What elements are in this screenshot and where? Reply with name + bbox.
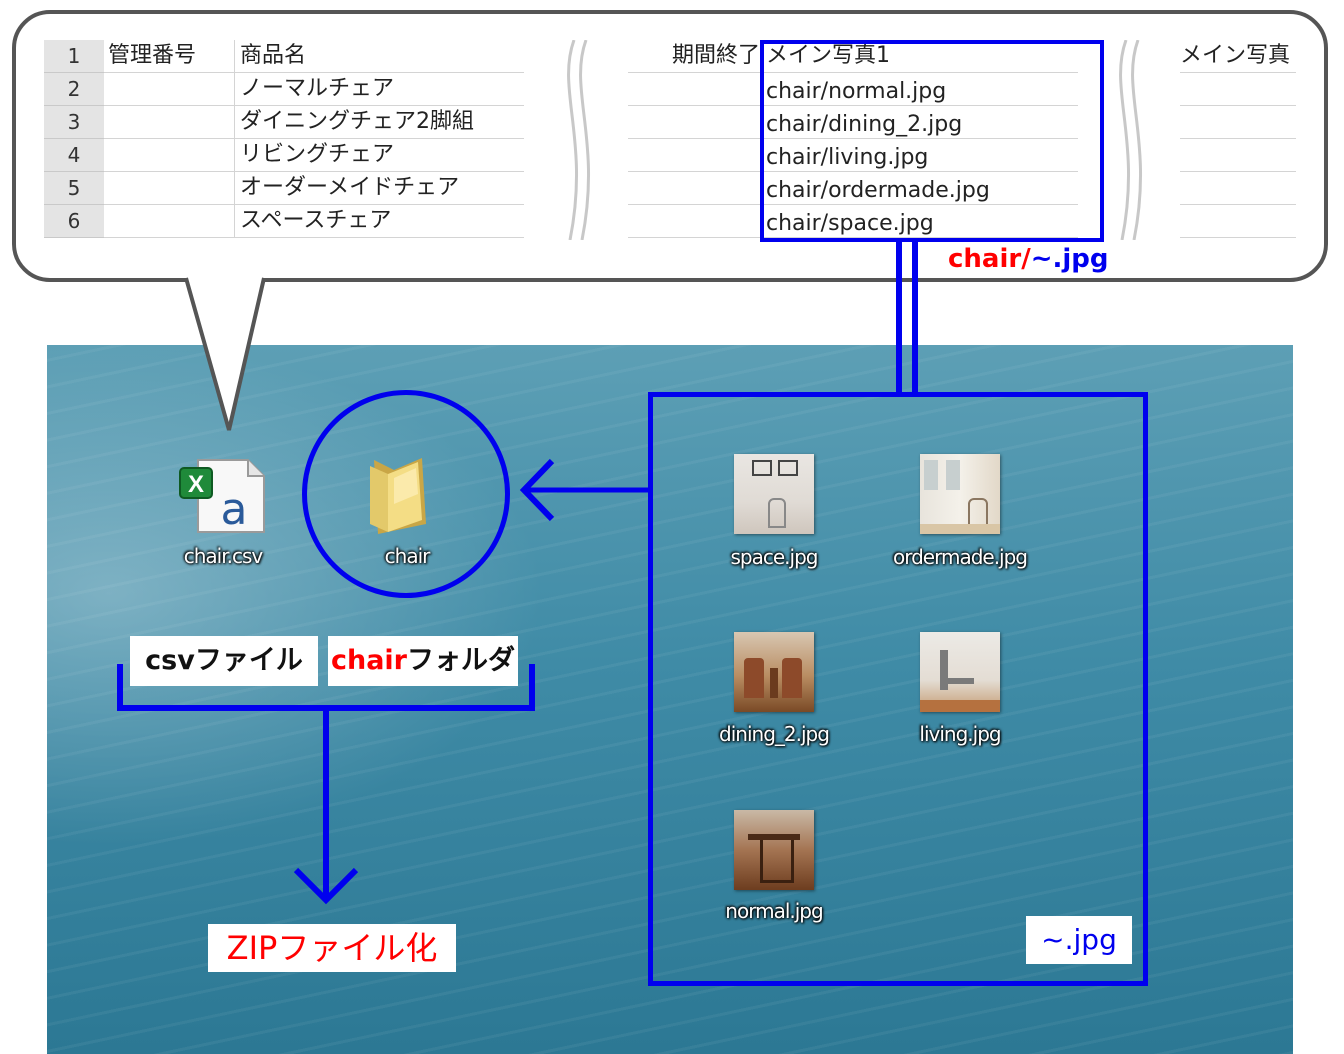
row-number: 3 bbox=[44, 106, 104, 139]
image-label[interactable]: space.jpg bbox=[730, 545, 819, 569]
image-label[interactable]: dining_2.jpg bbox=[719, 722, 830, 746]
connector-line bbox=[896, 242, 902, 394]
main-photo-cell: chair/ordermade.jpg bbox=[766, 178, 990, 203]
main-photo-cell: chair/living.jpg bbox=[766, 145, 929, 170]
connector-line bbox=[912, 242, 918, 394]
main-photo-cell: chair/space.jpg bbox=[766, 211, 934, 236]
callout-tail bbox=[184, 276, 266, 431]
product-name-cell: スペースチェア bbox=[240, 208, 392, 233]
header-main-photo-2: メイン写真 bbox=[1180, 43, 1291, 68]
product-name-cell: ノーマルチェア bbox=[240, 76, 395, 101]
main-photo-cell: chair/dining_2.jpg bbox=[766, 112, 963, 137]
image-thumbnail[interactable] bbox=[734, 454, 814, 534]
header-period-end: 期間終了 bbox=[671, 43, 760, 68]
product-name-cell: ダイニングチェア2脚組 bbox=[240, 109, 474, 134]
image-thumbnail[interactable] bbox=[734, 632, 814, 712]
svg-text:a: a bbox=[221, 484, 248, 535]
row-number: 6 bbox=[44, 205, 104, 238]
row-number: 4 bbox=[44, 139, 104, 172]
folder-highlight-circle bbox=[302, 390, 510, 598]
image-thumbnail[interactable] bbox=[920, 632, 1000, 712]
csv-file-tag: csvファイル bbox=[130, 636, 318, 686]
image-folder-contents bbox=[648, 392, 1148, 986]
row-number: 2 bbox=[44, 73, 104, 106]
image-thumbnail[interactable] bbox=[920, 454, 1000, 534]
image-label[interactable]: normal.jpg bbox=[725, 899, 823, 923]
main-photo-column-highlight bbox=[760, 40, 1104, 242]
column-gap-wave bbox=[567, 40, 590, 240]
csv-file-icon[interactable]: X a bbox=[178, 454, 268, 536]
image-thumbnail[interactable] bbox=[734, 810, 814, 890]
product-name-cell: リビングチェア bbox=[240, 142, 395, 167]
spreadsheet-callout bbox=[12, 10, 1328, 282]
row-number: 5 bbox=[44, 172, 104, 205]
path-pattern-label: chair/~.jpg bbox=[948, 244, 1109, 274]
svg-text:X: X bbox=[188, 471, 204, 498]
bracket-arrow-down-icon bbox=[117, 664, 535, 905]
column-gap-wave bbox=[1119, 40, 1142, 240]
header-main-photo-1: メイン写真1 bbox=[766, 43, 890, 68]
zip-file-label: ZIPファイル化 bbox=[208, 924, 456, 972]
header-management-no: 管理番号 bbox=[108, 43, 197, 68]
header-product-name: 商品名 bbox=[240, 43, 307, 68]
product-name-cell: オーダーメイドチェア bbox=[240, 175, 460, 200]
main-photo-cell: chair/normal.jpg bbox=[766, 79, 947, 104]
chair-folder-tag: chairフォルダ bbox=[328, 636, 518, 686]
jpg-pattern-label: ~.jpg bbox=[1026, 916, 1132, 964]
row-number: 1 bbox=[44, 40, 104, 73]
arrow-left-icon bbox=[519, 458, 652, 522]
image-label[interactable]: ordermade.jpg bbox=[892, 545, 1028, 569]
image-label[interactable]: living.jpg bbox=[919, 722, 1001, 746]
csv-icon-label[interactable]: chair.csv bbox=[183, 544, 263, 568]
